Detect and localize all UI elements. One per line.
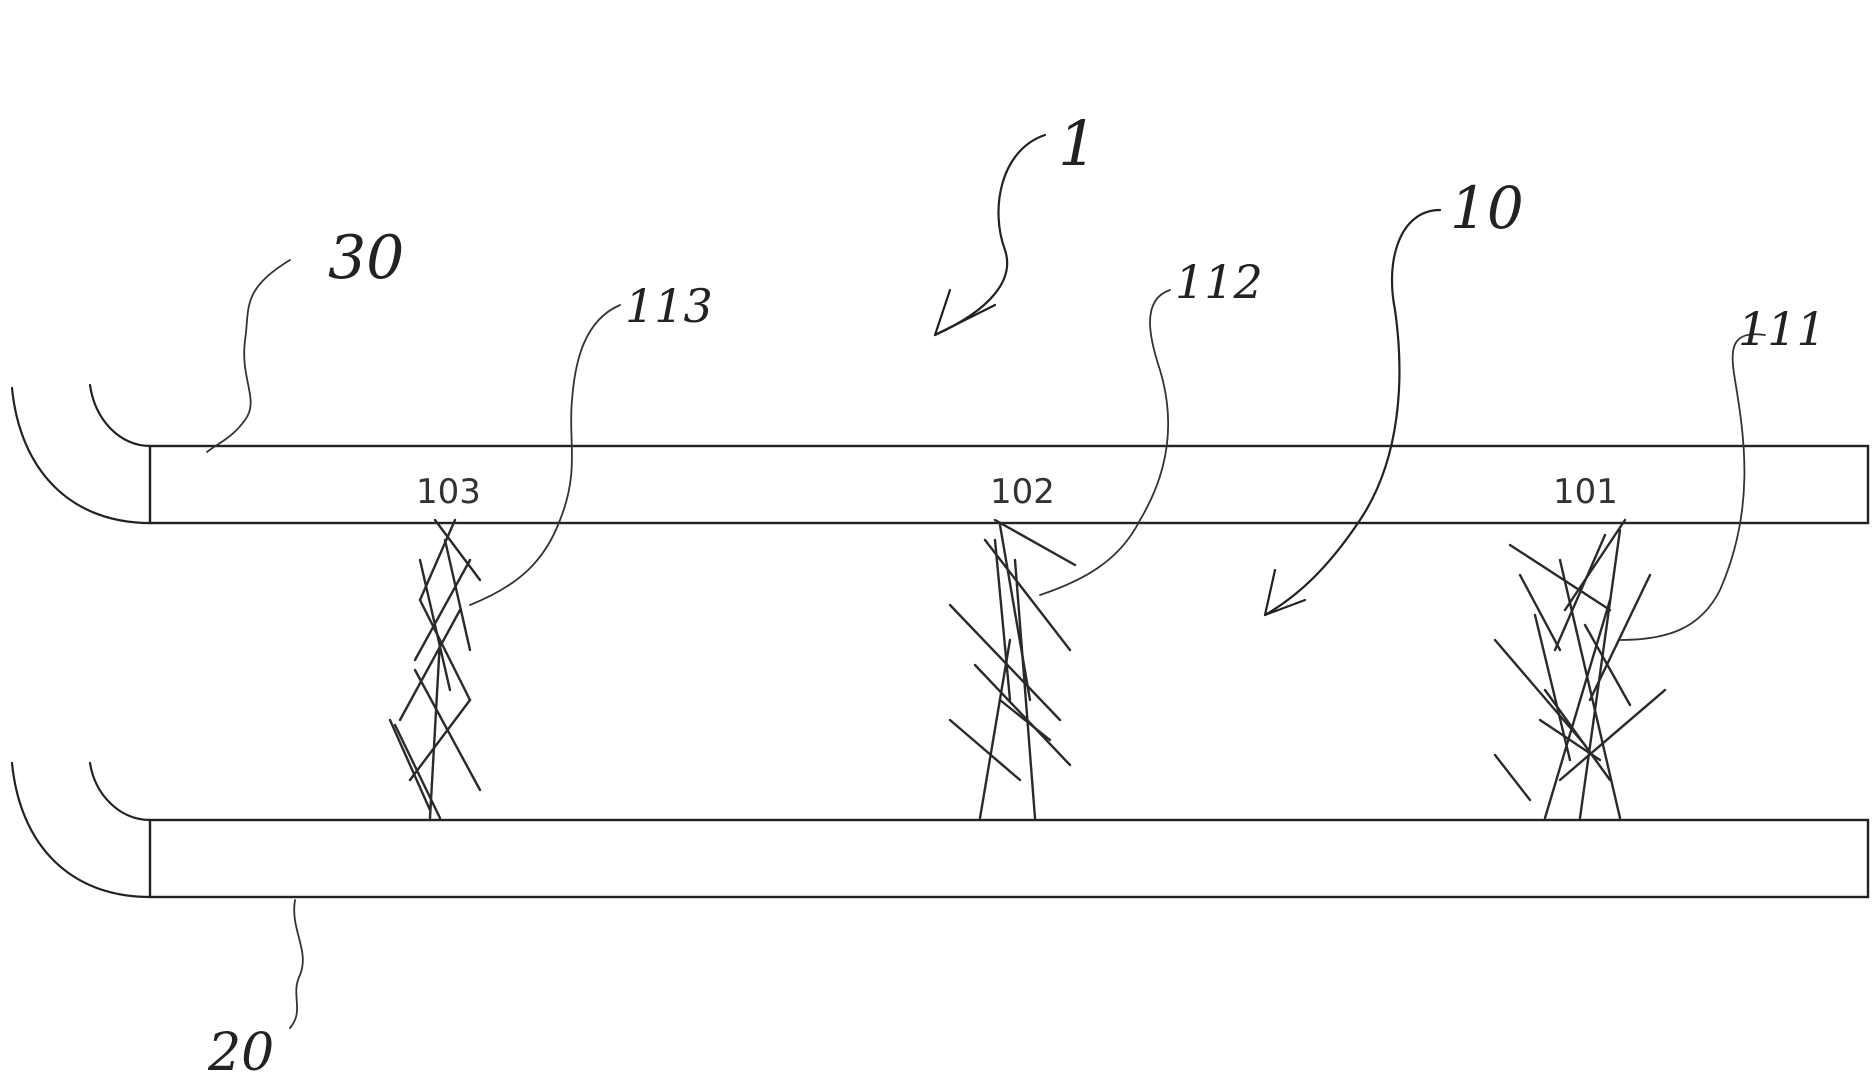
ref-102-label: 102 — [990, 472, 1055, 512]
arrow-1-head — [935, 290, 995, 335]
arrow-10-head — [1265, 570, 1305, 615]
ref-1-label: 1 — [1058, 107, 1097, 180]
top-plate-outer-curve — [12, 388, 150, 523]
arrow-10 — [1265, 210, 1440, 615]
leader-20 — [290, 900, 303, 1028]
ref-30-label: 30 — [328, 223, 404, 293]
ref-111-label: 111 — [1738, 302, 1826, 356]
arrow-10-shaft — [1265, 210, 1440, 615]
leader-30 — [207, 260, 290, 452]
fiber-bundle-103 — [390, 520, 480, 818]
fiber-bundle-101 — [1495, 520, 1665, 818]
top-plate-inner-curve — [90, 385, 150, 446]
bottom-plate — [12, 763, 1868, 897]
ref-101-label: 101 — [1553, 472, 1618, 512]
bottom-plate-outer-curve — [12, 763, 150, 897]
ref-10-label: 10 — [1450, 174, 1524, 242]
fiber-bundle-102 — [950, 520, 1075, 818]
arrow-1-shaft — [935, 135, 1045, 335]
ref-113-label: 113 — [625, 279, 713, 333]
ref-112-label: 112 — [1175, 255, 1263, 309]
bottom-plate-body — [150, 820, 1868, 897]
ref-103-label: 103 — [416, 472, 481, 512]
bottom-plate-inner-curve — [90, 763, 150, 820]
arrow-1 — [935, 135, 1045, 335]
ref-20-label: 20 — [207, 1023, 274, 1083]
leader-112 — [1040, 290, 1170, 595]
